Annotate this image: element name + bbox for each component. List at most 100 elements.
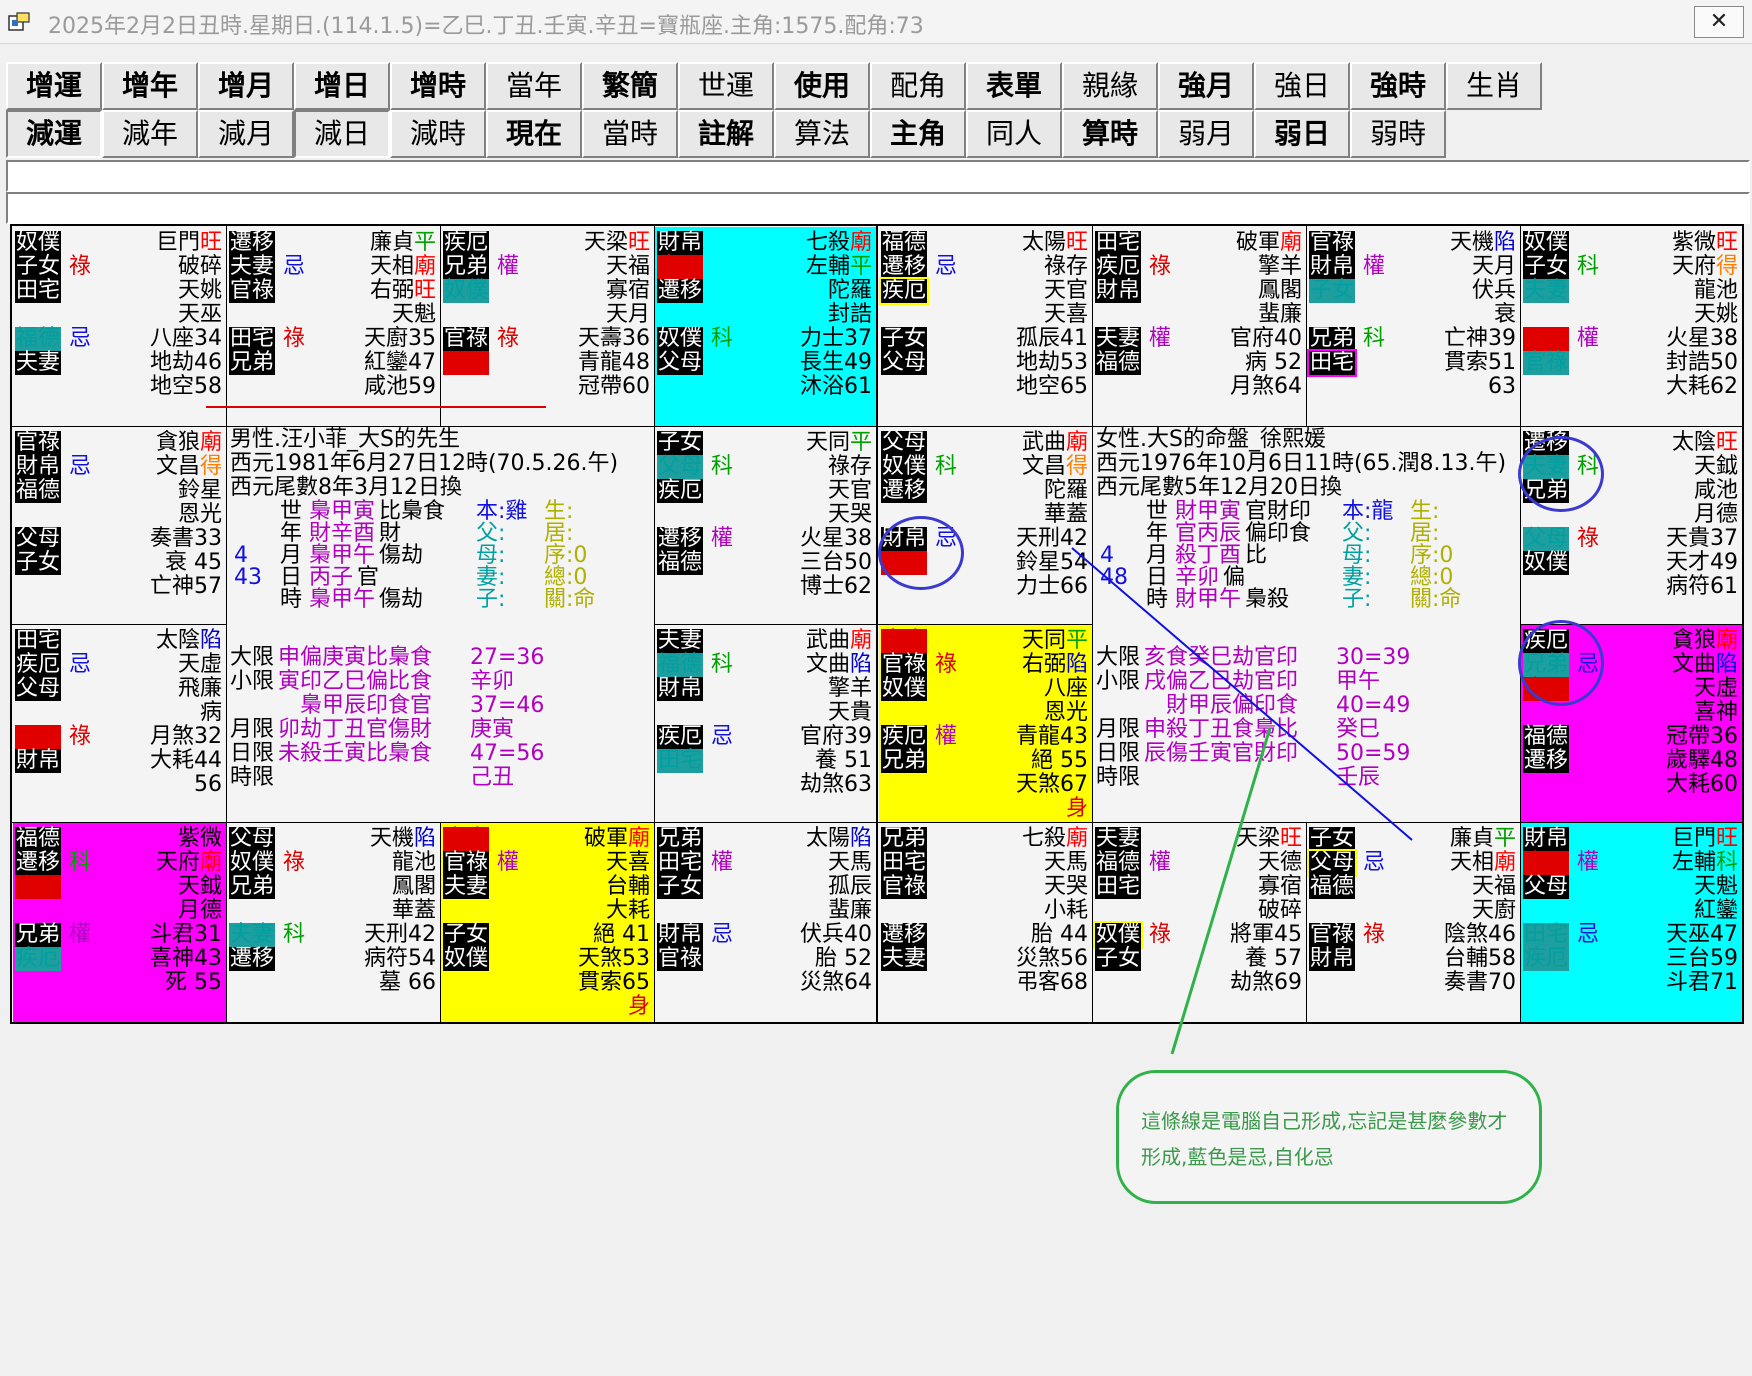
toolbar-button-row2-13[interactable]: 弱日 [1254, 110, 1350, 158]
star-name: 月煞32 [150, 724, 222, 749]
toolbar-button-row2-14[interactable]: 弱時 [1350, 110, 1446, 158]
toolbar-button-row2-9[interactable]: 主角 [870, 110, 966, 158]
star-name: 三台59 [1666, 946, 1738, 971]
star-name: 太陰 [155, 628, 200, 653]
star-item: 八座34 [150, 327, 222, 351]
period-stems: 偏庚寅比梟食 [300, 645, 433, 670]
star-item: 養 57 [1230, 947, 1302, 971]
toolbar-button-row1-0[interactable]: 增運 [6, 62, 102, 110]
star-item: 伏兵 [1444, 279, 1516, 303]
grid-hline [654, 624, 876, 625]
palace-tag: 子女 [15, 550, 62, 575]
toolbar-button-row2-7[interactable]: 註解 [678, 110, 774, 158]
toolbar-button-row2-4[interactable]: 減時 [390, 110, 486, 158]
toolbar-button-row2-8[interactable]: 算法 [774, 110, 870, 158]
star-item: 廉貞平 [1444, 827, 1516, 851]
star-name: 歲驛48 [1666, 748, 1738, 773]
star-name: 斗君71 [1666, 970, 1738, 995]
star-brightness: 廟 [413, 254, 436, 279]
toolbar-button-row1-3[interactable]: 增日 [294, 62, 390, 110]
palace-tag: 兄弟 [443, 254, 490, 279]
toolbar-button-row1-15[interactable]: 生肖 [1446, 62, 1542, 110]
period-label: 小限 [1096, 669, 1141, 694]
toolbar-button-row1-10[interactable]: 表單 [966, 62, 1062, 110]
star-item: 力士66 [1016, 575, 1088, 599]
toolbar-button-row1-13[interactable]: 強日 [1254, 62, 1350, 110]
period-stems: 梟甲辰印食官 [300, 693, 433, 718]
star-name: 貫索51 [1444, 350, 1516, 375]
toolbar-button-row2-6[interactable]: 當時 [582, 110, 678, 158]
star-item: 八座 [1016, 677, 1088, 701]
star-brightness: 陷 [199, 628, 222, 653]
star-name: 天魁 [391, 302, 436, 327]
star-item: 天刑42 [1016, 527, 1088, 551]
star-item: 伏兵40 [800, 923, 872, 947]
toolbar-button-row1-12[interactable]: 強月 [1158, 62, 1254, 110]
star-item: 病 [150, 701, 222, 725]
input-line-1[interactable] [6, 160, 1750, 192]
toolbar-button-row2-1[interactable]: 減年 [102, 110, 198, 158]
close-button[interactable]: ✕ [1694, 6, 1744, 38]
star-name: 伏兵 [1471, 278, 1516, 303]
star-item: 56 [150, 773, 222, 797]
toolbar-button-row2-5[interactable]: 現在 [486, 110, 582, 158]
star-name: 天鉞 [1693, 454, 1738, 479]
transform-mark: 權 [711, 526, 734, 551]
pillar-stem: 財甲寅 [1175, 499, 1242, 524]
star-name: 破軍 [1235, 230, 1280, 255]
star-item: 天月 [578, 303, 650, 327]
palace-tag: 奴僕 [443, 946, 490, 971]
star-name: 天官 [1043, 278, 1088, 303]
toolbar-button-row1-1[interactable]: 增年 [102, 62, 198, 110]
star-name: 天德 [1257, 850, 1302, 875]
transform-mark: 忌 [69, 454, 92, 479]
toolbar-button-row2-10[interactable]: 同人 [966, 110, 1062, 158]
star-name: 廉貞 [369, 230, 414, 255]
pillar-stem: 官丙辰 [1175, 521, 1242, 546]
transform-mark: 祿 [1149, 922, 1172, 947]
star-name: 陀羅 [827, 278, 872, 303]
palace-tag: 兄弟 [229, 350, 276, 375]
star-item: 左輔科 [1666, 851, 1738, 875]
star-brightness: 旺 [199, 230, 222, 255]
transform-mark: 忌 [69, 326, 92, 351]
star-item: 身 [578, 995, 650, 1019]
star-name: 鈴星54 [1016, 550, 1088, 575]
transform-mark: 祿 [69, 724, 92, 749]
toolbar-button-row1-6[interactable]: 繁簡 [582, 62, 678, 110]
toolbar-button-row2-11[interactable]: 算時 [1062, 110, 1158, 158]
toolbar-button-row1-5[interactable]: 當年 [486, 62, 582, 110]
toolbar-button-row1-7[interactable]: 世運 [678, 62, 774, 110]
toolbar-button-row2-0[interactable]: 減運 [6, 110, 102, 158]
toolbar-button-row1-9[interactable]: 配角 [870, 62, 966, 110]
star-item: 三台59 [1666, 947, 1738, 971]
toolbar-button-row2-12[interactable]: 弱月 [1158, 110, 1254, 158]
pillar-row: 日 丙子官 [280, 566, 379, 590]
transform-mark: 忌 [1363, 850, 1386, 875]
toolbar-button-row1-14[interactable]: 強時 [1350, 62, 1446, 110]
star-item: 鳳閣 [364, 875, 436, 899]
toolbar-button-row1-8[interactable]: 使用 [774, 62, 870, 110]
star-name: 冠帶60 [578, 374, 650, 399]
palace-tag: 官祿 [15, 430, 62, 455]
star-name: 奏書70 [1444, 970, 1516, 995]
star-name: 寡宿 [1257, 874, 1302, 899]
period-range: 庚寅 [470, 717, 515, 742]
toolbar-button-row1-4[interactable]: 增時 [390, 62, 486, 110]
toolbar-button-row2-3[interactable]: 減日 [294, 110, 390, 158]
toolbar-button-row1-11[interactable]: 親緣 [1062, 62, 1158, 110]
input-line-2[interactable] [6, 192, 1750, 224]
toolbar-button-row1-2[interactable]: 增月 [198, 62, 294, 110]
period-branch: 申 [1144, 717, 1167, 742]
star-name: 天機 [1449, 230, 1494, 255]
palace-tag: 小限 [15, 874, 62, 899]
star-item: 天壽36 [578, 327, 650, 351]
toolbar-button-row2-2[interactable]: 減月 [198, 110, 294, 158]
star-name: 月德 [177, 898, 222, 923]
